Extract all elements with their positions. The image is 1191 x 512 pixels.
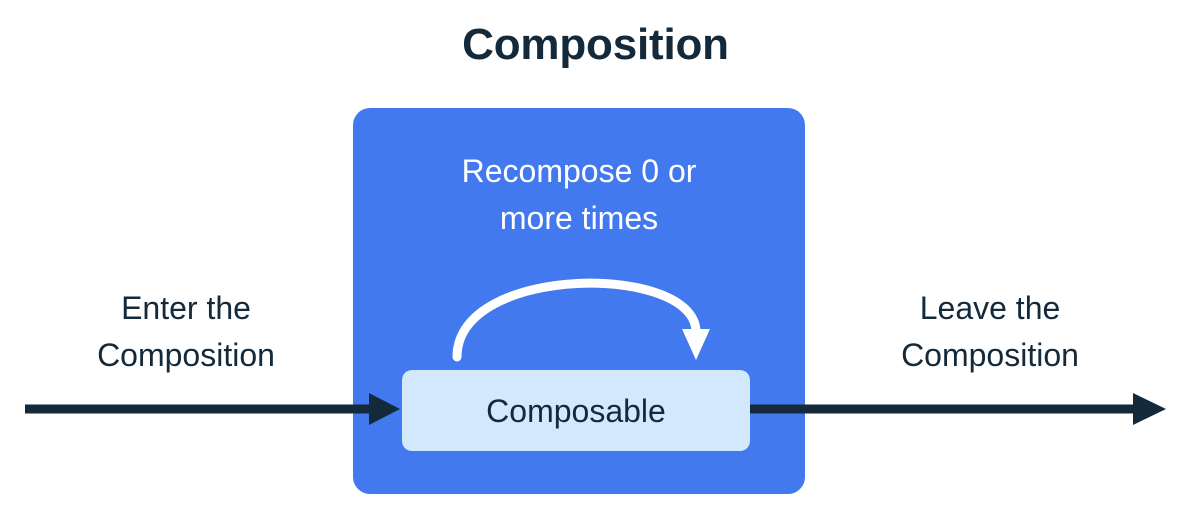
leave-composition-label-line1: Leave the (919, 290, 1061, 326)
curved-loop-arrow-icon (452, 278, 710, 362)
leave-composition-label: Leave the Composition (840, 285, 1140, 379)
composable-label: Composable (486, 392, 666, 429)
enter-composition-label-line1: Enter the (121, 290, 251, 326)
arrow-right-icon (25, 393, 400, 425)
recompose-label-line2: more times (499, 200, 659, 236)
page-title: Composition (462, 20, 729, 69)
enter-composition-label-line2: Composition (97, 337, 275, 373)
enter-composition-label: Enter the Composition (36, 285, 336, 379)
recompose-label-line1: Recompose 0 or (461, 153, 697, 189)
arrow-right-icon (750, 393, 1166, 425)
composable-box[interactable]: Composable (402, 370, 750, 451)
recompose-label: Recompose 0 or more times (363, 148, 795, 242)
leave-composition-label-line2: Composition (901, 337, 1079, 373)
